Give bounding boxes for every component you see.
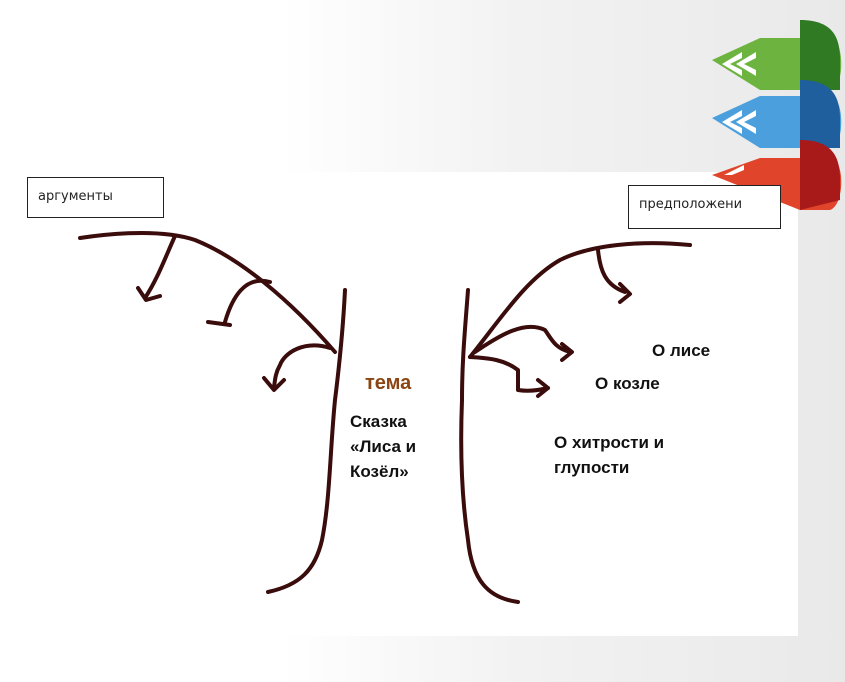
- assumption-fox: О лисе: [652, 341, 711, 360]
- right-branch-mid: [473, 324, 574, 362]
- assumption-goat: О козле: [595, 374, 660, 393]
- double-chevron-left-icon: [722, 110, 742, 134]
- assumptions-box: предположени: [628, 185, 781, 229]
- left-arrow-2: [206, 278, 272, 327]
- right-trunk: [459, 288, 520, 604]
- diagram-panel: [13, 172, 798, 636]
- arguments-box: аргументы: [27, 177, 164, 218]
- topic-label: тема: [365, 372, 412, 394]
- double-chevron-left-icon: [722, 52, 742, 76]
- assumption-cunning-stupidity: О хитрости и глупости: [554, 433, 665, 477]
- tab-blue[interactable]: [712, 80, 842, 148]
- left-arrow-3: [262, 343, 332, 392]
- right-arrow-1: [596, 248, 632, 304]
- double-chevron-left-icon: [724, 165, 744, 175]
- left-trunk: [266, 288, 347, 594]
- tab-red[interactable]: [712, 140, 842, 210]
- right-branch-low: [468, 355, 550, 398]
- right-branch-top: [468, 241, 692, 359]
- tab-green[interactable]: [712, 20, 842, 90]
- left-arrow-1: [136, 234, 177, 302]
- story-title: Сказка «Лиса и Козёл»: [350, 412, 417, 481]
- left-branch-top: [78, 231, 337, 354]
